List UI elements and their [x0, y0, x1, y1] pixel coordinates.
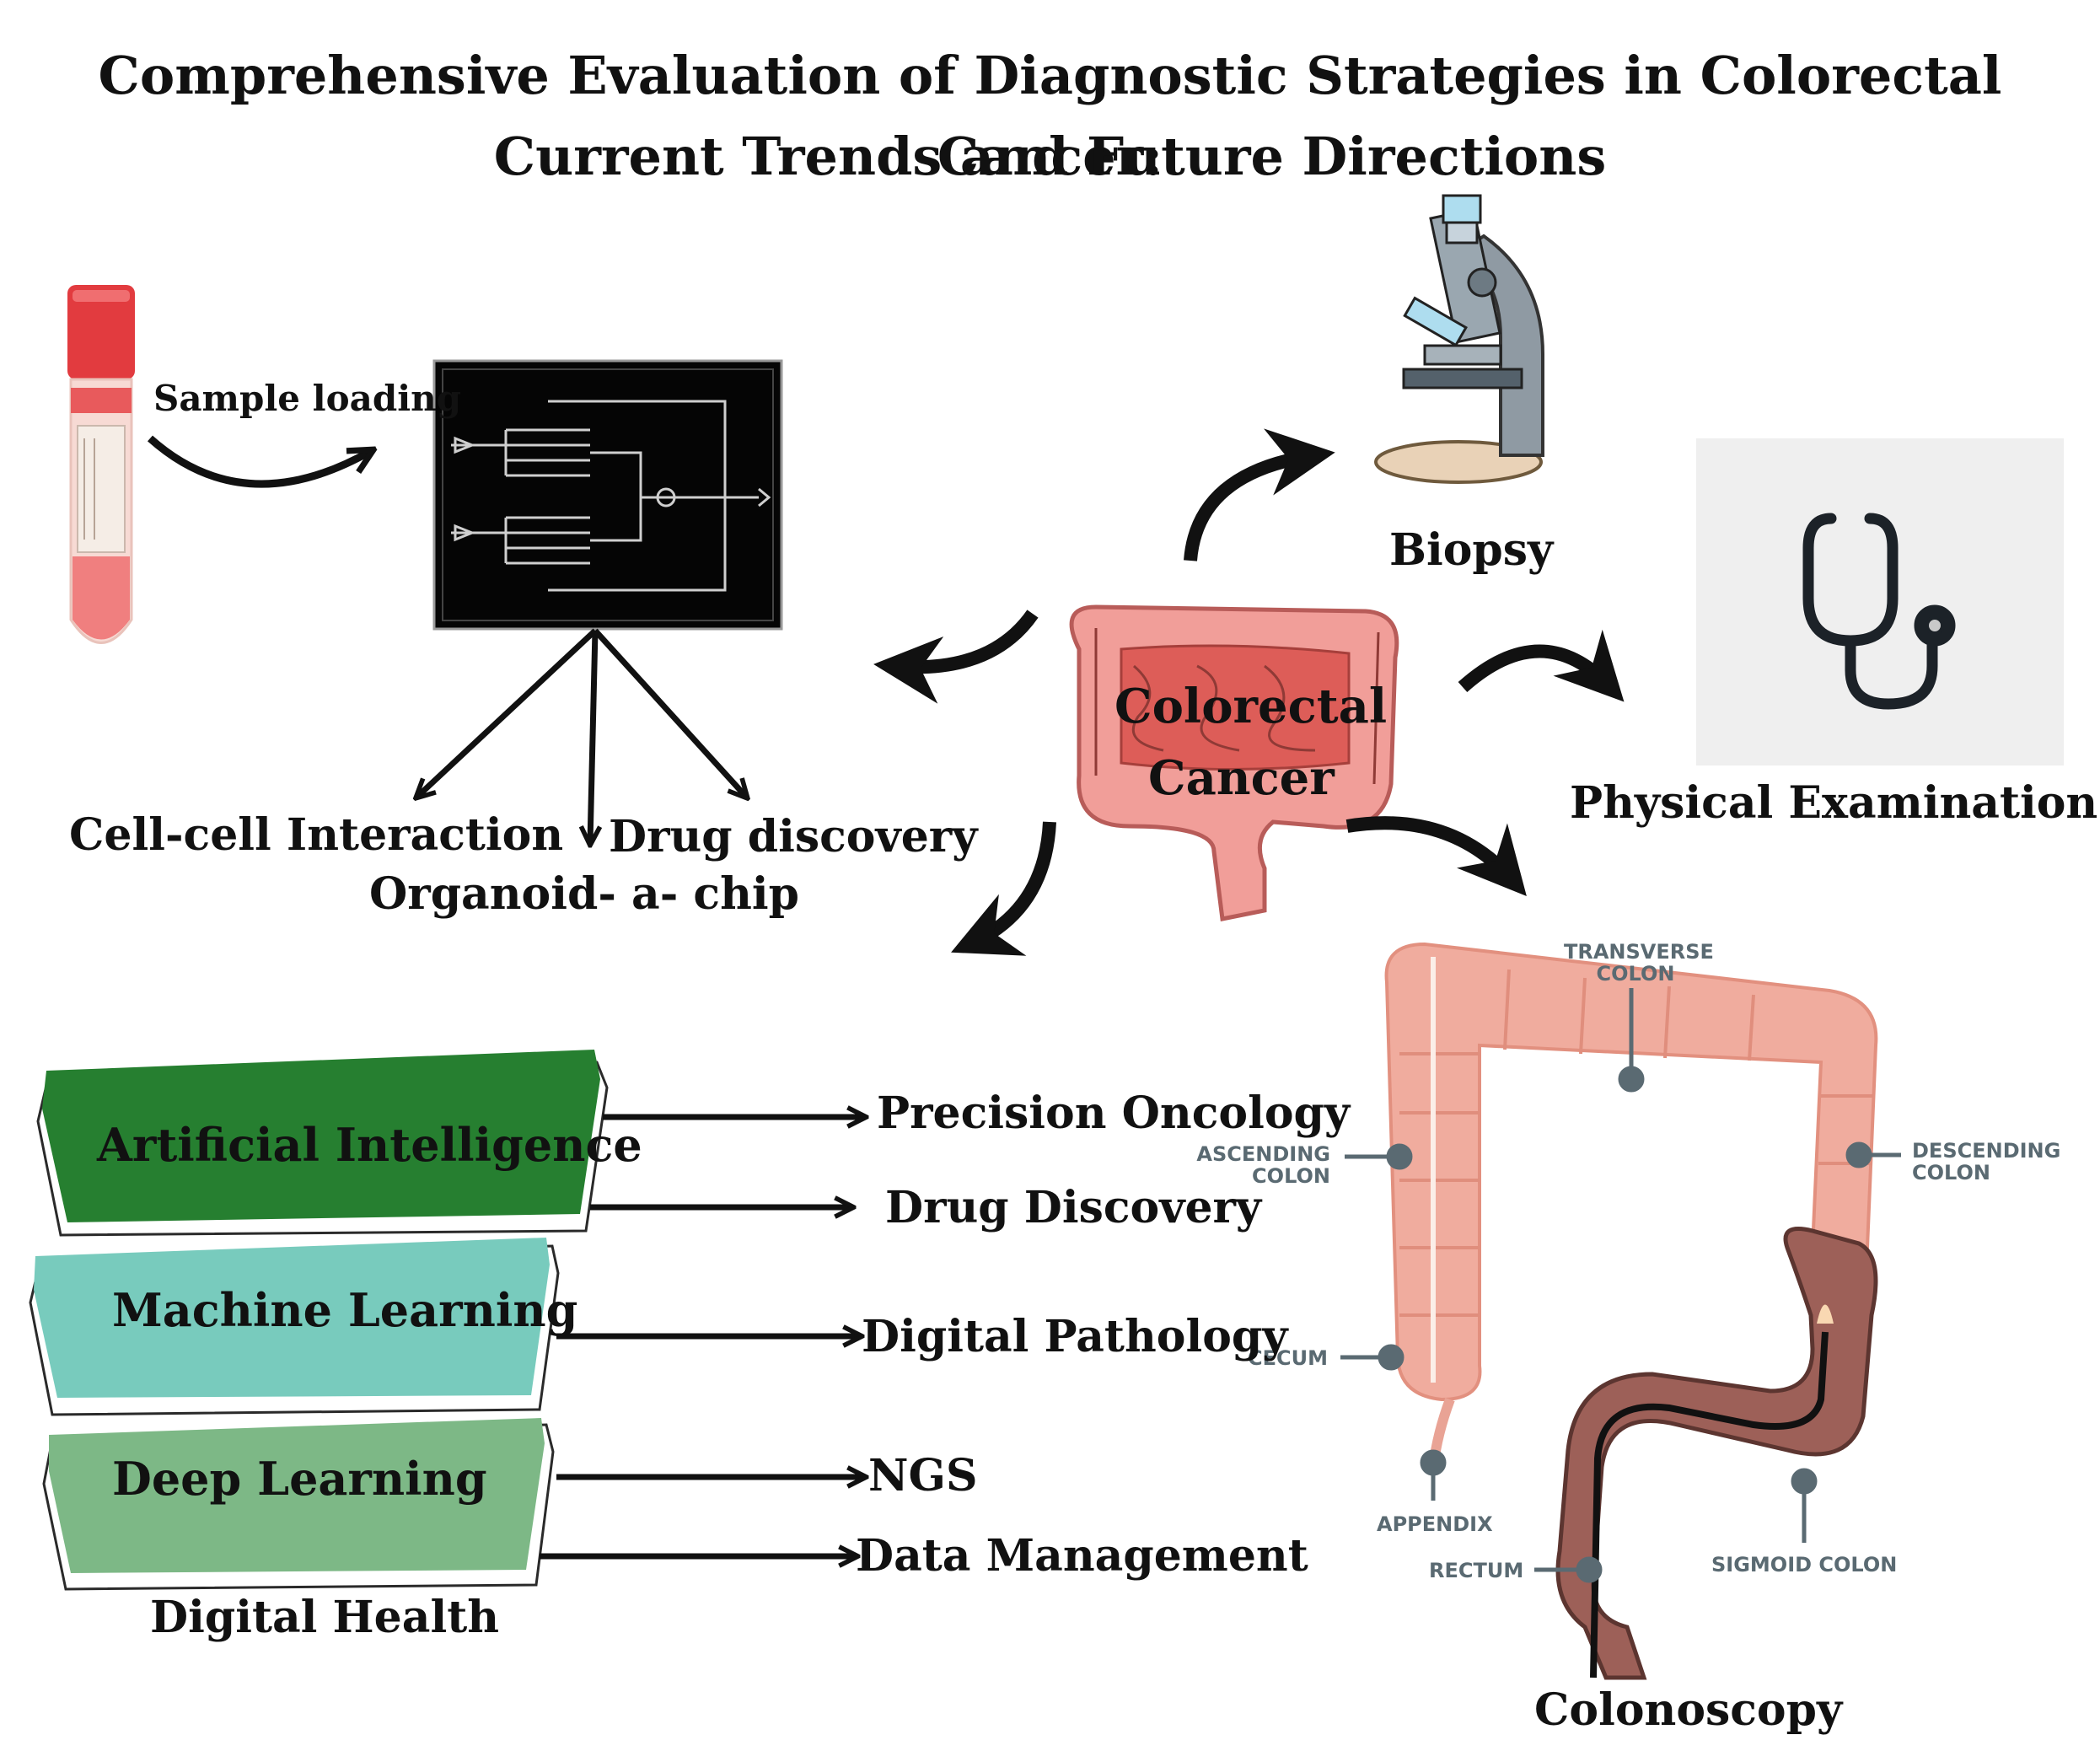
cecum-label: CECUM — [1248, 1346, 1328, 1370]
microscope-icon — [1374, 194, 1544, 484]
transverse-line2: COLON — [1596, 962, 1675, 986]
transverse-colon-label: TRANSVERSE COLON — [1564, 940, 1714, 986]
figure-title-line2: Current Trends and Future Directions — [493, 126, 1607, 187]
sample-loading-label: Sample loading — [153, 378, 462, 419]
anatomy-pointers — [1340, 988, 1901, 1583]
arrow-to-physical — [1458, 629, 1625, 702]
output-digital-pathology: Digital Pathology — [862, 1311, 1288, 1362]
ai-box-label: Artificial Intelligence — [97, 1118, 642, 1172]
descending-line2: COLON — [1912, 1161, 1990, 1184]
arrow-to-digital — [951, 821, 1056, 956]
arrow-to-organoid — [873, 610, 1039, 704]
descending-colon-label: DESCENDING COLON — [1912, 1140, 2060, 1184]
arrow-to-biopsy — [1184, 428, 1335, 561]
sigmoid-colon-label: SIGMOID COLON — [1711, 1553, 1898, 1576]
drug-discovery-chip-label: Drug discovery — [609, 811, 978, 862]
ascending-line2: COLON — [1252, 1164, 1330, 1188]
physical-examination-label: Physical Examination — [1570, 777, 2098, 829]
physical-exam-panel — [1696, 438, 2064, 765]
dl-box-label: Deep Learning — [112, 1452, 487, 1506]
ascending-colon-label: ASCENDING COLON — [1195, 1143, 1330, 1187]
ml-box — [29, 1238, 560, 1416]
cell-cell-interaction-label: Cell-cell Interaction — [69, 809, 564, 861]
organoid-chip-icon — [432, 359, 783, 631]
output-precision-oncology: Precision Oncology — [877, 1088, 1351, 1139]
digital-health-caption: Digital Health — [150, 1592, 500, 1643]
appendix-label: APPENDIX — [1377, 1512, 1493, 1536]
ai-box — [36, 1050, 609, 1237]
center-label-line1: Colorectal — [1114, 679, 1388, 734]
sample-loading-arrow — [148, 435, 371, 488]
ascending-line1: ASCENDING — [1196, 1142, 1330, 1166]
colon-anatomy-icon — [1384, 942, 1878, 1680]
output-ngs: NGS — [868, 1450, 978, 1501]
dl-box — [42, 1418, 555, 1591]
center-label-line2: Cancer — [1148, 750, 1335, 806]
output-data-management: Data Management — [856, 1530, 1308, 1582]
transverse-line1: TRANSVERSE — [1564, 940, 1714, 964]
biopsy-label: Biopsy — [1389, 524, 1554, 576]
arrow-to-colonoscopy — [1345, 816, 1527, 896]
ml-box-label: Machine Learning — [112, 1283, 578, 1337]
blood-tube-icon — [67, 285, 135, 644]
rectum-label: RECTUM — [1429, 1559, 1524, 1582]
colon-icon — [1069, 604, 1399, 921]
output-drug-discovery: Drug Discovery — [885, 1182, 1262, 1233]
organoid-chip-caption: Organoid- a- chip — [369, 868, 799, 920]
stethoscope-icon — [1802, 513, 1956, 710]
figure-title-line1: Comprehensive Evaluation of Diagnostic S… — [98, 45, 2002, 187]
colonoscopy-label: Colonoscopy — [1534, 1684, 1843, 1736]
descending-line1: DESCENDING — [1912, 1139, 2061, 1163]
